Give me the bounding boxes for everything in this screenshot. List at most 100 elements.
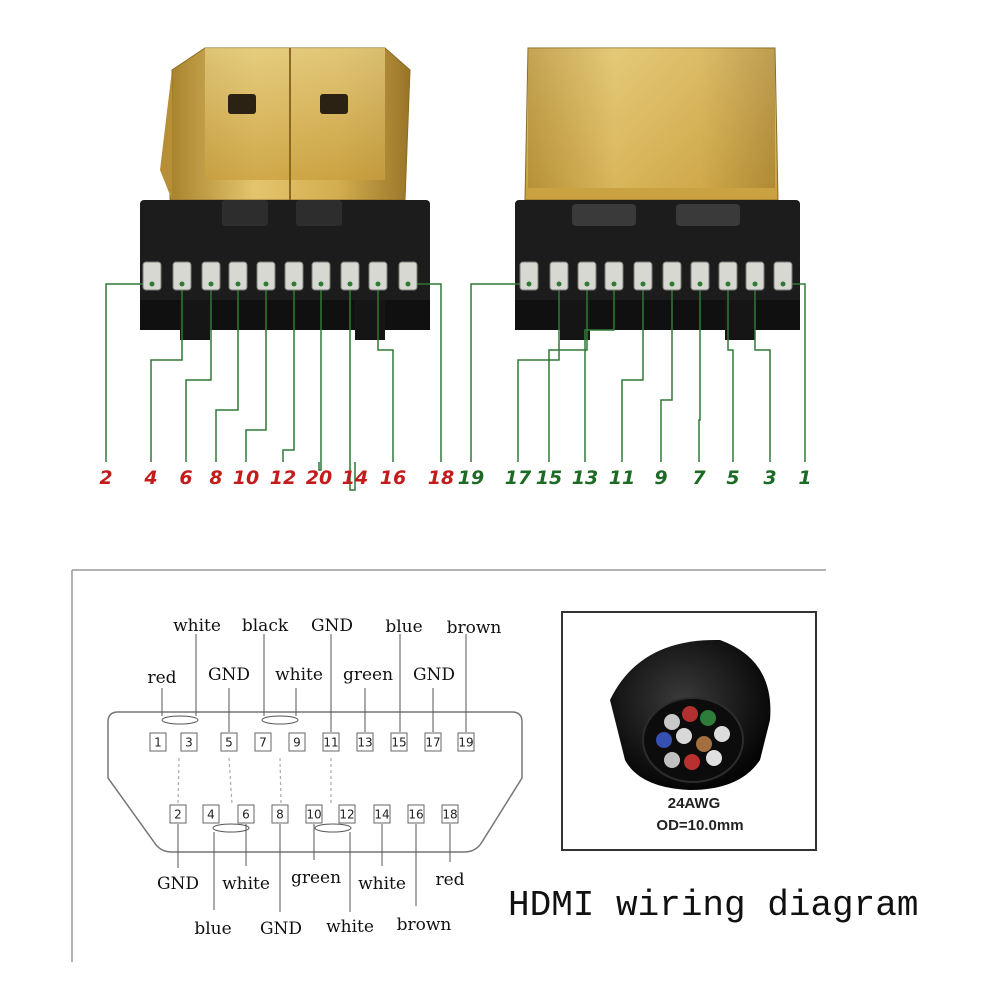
pin-solder-point: [318, 281, 324, 287]
pin-solder-point: [725, 281, 731, 287]
pin-solder-point: [584, 281, 590, 287]
right-connector: [515, 47, 800, 340]
pin-box: [305, 804, 323, 824]
pin-contact: [549, 261, 569, 291]
pin-number-label: 16: [380, 467, 406, 489]
pin-number-label: 3: [763, 467, 776, 489]
pin-contact: [718, 261, 738, 291]
wire-leader-lines: [161, 634, 467, 912]
pin-leader-lines: [105, 283, 806, 491]
pin-box: [457, 732, 475, 752]
pin-solder-point: [526, 281, 532, 287]
pinout-panel-frame: [71, 569, 826, 962]
cable-cross-section: 24AWG OD=10.0mm: [561, 611, 817, 851]
pin-number-label: 14: [342, 467, 368, 489]
pin-number-label: 19: [458, 467, 484, 489]
pin-solder-point: [780, 281, 786, 287]
pin-box: [271, 804, 289, 824]
pin-number-label: 13: [572, 467, 598, 489]
pin-number-label: 4: [143, 467, 157, 489]
socket-outline: [107, 711, 523, 853]
pin-box-number: 12: [339, 808, 354, 822]
pin-box: [322, 732, 340, 752]
pin-box-number: 3: [185, 736, 193, 750]
pin-leader-line: [408, 283, 442, 462]
twisted-pair-marker: [161, 715, 199, 725]
pin-leader-line: [349, 284, 356, 491]
pin-box-number: 11: [323, 736, 338, 750]
pin-contact: [256, 261, 276, 291]
pin-leader-line: [150, 284, 183, 462]
pin-leader-line: [245, 284, 267, 462]
diagram-title: HDMI wiring diagram: [508, 885, 918, 926]
pin-box-number: 16: [408, 808, 423, 822]
pin-leader-line: [727, 284, 734, 462]
pin-number-label: 1: [798, 467, 811, 489]
pin-box: [424, 732, 442, 752]
pin-leader-line: [377, 284, 394, 462]
pin-number-label: 8: [209, 467, 222, 489]
pin-leader-line: [215, 284, 239, 462]
wire-color-label: white: [173, 616, 221, 636]
pin-box: [169, 804, 187, 824]
pin-contact: [398, 261, 418, 291]
pin-contact: [142, 261, 162, 291]
left-connector: [140, 47, 430, 340]
twisted-pair-marker: [314, 823, 352, 833]
pin-solder-point: [669, 281, 675, 287]
pin-solder-point: [752, 281, 758, 287]
wire-color-label: black: [242, 616, 289, 636]
pin-solder-point: [697, 281, 703, 287]
pin-box: [390, 732, 408, 752]
pin-box: [288, 732, 306, 752]
wire-color-label: blue: [194, 919, 231, 939]
pin-number-label: 15: [536, 467, 562, 489]
pin-box: [407, 804, 425, 824]
pin-contact: [519, 261, 539, 291]
pin-contact: [311, 261, 331, 291]
pin-leader-line: [584, 284, 615, 462]
wire-color-label: white: [222, 874, 270, 894]
pin-contact: [773, 261, 793, 291]
wire-color-label: green: [291, 868, 341, 888]
cable-od-label: OD=10.0mm: [656, 817, 743, 834]
pin-solder-point: [149, 281, 155, 287]
pin-leader-line: [660, 284, 673, 462]
pin-leader-line: [185, 284, 212, 462]
wire-color-label: GND: [413, 665, 455, 685]
pin-solder-point: [556, 281, 562, 287]
pin-solder-point: [375, 281, 381, 287]
wire-color-label: GND: [208, 665, 250, 685]
pin-box-number: 8: [276, 808, 284, 822]
pin-leader-line: [754, 284, 771, 462]
pin-box: [237, 804, 255, 824]
pin-contacts: [142, 261, 793, 291]
pin-box-number: 6: [242, 808, 250, 822]
wire-color-label: red: [147, 668, 176, 688]
cable-gauge-label: 24AWG: [668, 795, 721, 812]
wire-color-label: GND: [311, 616, 353, 636]
pin-box-number: 13: [357, 736, 372, 750]
pin-contact: [340, 261, 360, 291]
wire-color-label: brown: [447, 618, 502, 638]
pin-box-number: 5: [225, 736, 233, 750]
pin-box: [149, 732, 167, 752]
wire-color-label: GND: [157, 874, 199, 894]
pin-contact: [745, 261, 765, 291]
pin-number-label: 10: [233, 467, 259, 489]
pin-dashed-link: [228, 757, 233, 805]
pin-contact: [228, 261, 248, 291]
pin-box-number: 7: [259, 736, 267, 750]
pin-solder-point: [179, 281, 185, 287]
pin-dashed-link: [177, 757, 180, 805]
pin-box-number: 14: [374, 808, 389, 822]
twisted-pair-marker: [212, 823, 250, 833]
pin-box-number: 19: [458, 736, 473, 750]
pin-solder-point: [405, 281, 411, 287]
pin-contact: [368, 261, 388, 291]
pin-number-label: 6: [179, 467, 192, 489]
pin-leader-line: [548, 284, 588, 462]
pin-leader-line: [517, 284, 560, 462]
pin-box: [441, 804, 459, 824]
